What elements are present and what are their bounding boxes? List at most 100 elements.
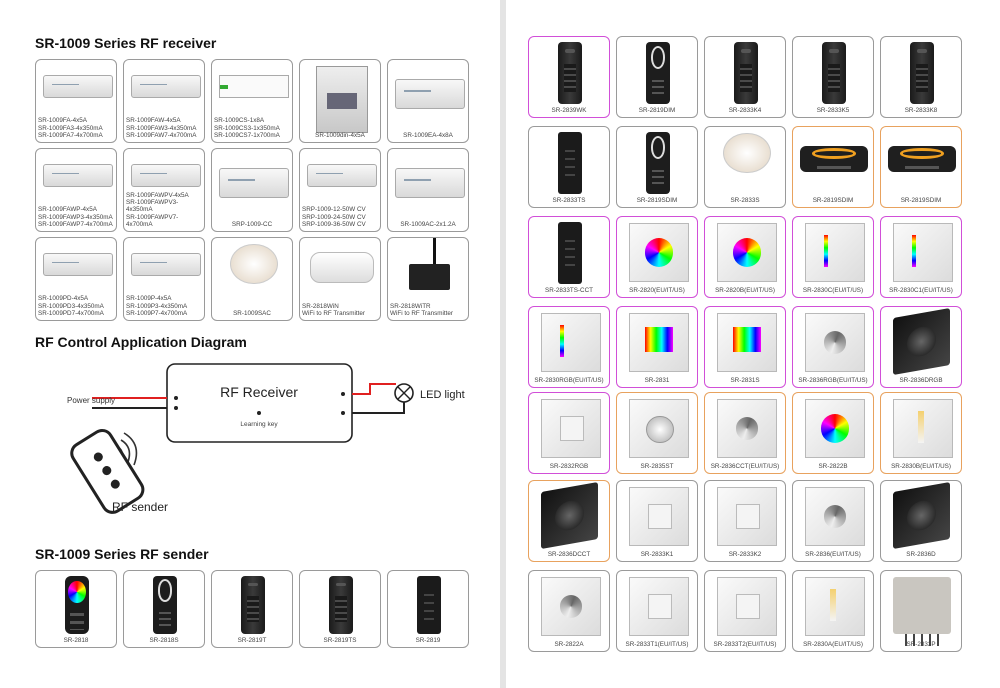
- product-card: SR-1009FAW-4x5A SR-1009FAW3-4x350mA SR-1…: [123, 59, 205, 143]
- product-image: [218, 75, 290, 99]
- product-card: SR-2836CCT(EU/IT/US): [704, 392, 786, 474]
- product-label: SR-1009din-4x5A: [315, 131, 365, 139]
- product-image: [541, 577, 601, 637]
- product-label: SR-2839WK: [551, 106, 587, 114]
- product-card: SR-1009SAC: [211, 237, 293, 321]
- product-card: SR-2836DRGB: [880, 306, 962, 388]
- terminal-out-bottom: [341, 411, 345, 415]
- product-label: SR-2832RGB: [549, 462, 589, 470]
- product-label: SRP-1009-CC: [231, 220, 273, 228]
- product-image: [130, 75, 202, 99]
- product-label: SR-2836CCT(EU/IT/US): [710, 462, 780, 470]
- product-card: SR-2822B: [792, 392, 874, 474]
- product-label: SR-1009FAWPV-4x5A SR-1009FAWPV3-4x350mA …: [126, 191, 189, 228]
- product-card: SR-2830A(EU/IT/US): [792, 570, 874, 652]
- product-label: SR-2833K1: [640, 550, 674, 558]
- product-card: SR-2831S: [704, 306, 786, 388]
- product-card: SR-2830C1(EU/IT/US): [880, 216, 962, 298]
- product-image: [152, 576, 178, 634]
- product-label: SR-2833K8: [904, 106, 938, 114]
- power-supply-label: Power supply: [67, 396, 115, 405]
- product-image: [805, 577, 865, 637]
- product-image: [799, 145, 869, 172]
- product-card: SRP-1009-CC: [211, 148, 293, 232]
- product-image: [821, 42, 847, 104]
- product-image: [629, 399, 689, 459]
- product-label: SR-1009FAW-4x5A SR-1009FAW3-4x350mA SR-1…: [126, 117, 197, 139]
- product-card: SR-2833T1(EU/IT/US): [616, 570, 698, 652]
- product-image: [893, 481, 951, 550]
- rf-receiver-box: [166, 363, 353, 443]
- product-card: SR-2818WiN WiFi to RF Transmitter: [299, 237, 381, 321]
- receiver-heading: SR-1009 Series RF receiver: [35, 35, 217, 51]
- product-card: SR-2818WiTR WiFi to RF Transmitter: [387, 237, 469, 321]
- product-label: SR-2833P: [906, 640, 936, 648]
- rf-sender-remote-icon: [70, 428, 145, 514]
- product-card: SR-2839WK: [528, 36, 610, 118]
- product-label: SR-2836DRGB: [899, 376, 943, 384]
- product-image: [541, 481, 599, 550]
- product-label: SR-2831: [644, 376, 670, 384]
- product-label: SR-2819: [415, 636, 441, 644]
- rf-sender-label: RF sender: [112, 500, 168, 514]
- product-image: [717, 313, 777, 373]
- product-image: [394, 79, 466, 109]
- product-label: SR-1009P-4x5A SR-1009P3-4x350mA SR-1009P…: [126, 295, 188, 317]
- product-card: SR-2833K1: [616, 480, 698, 562]
- product-label: SR-2818WiTR WiFi to RF Transmitter: [390, 302, 453, 317]
- product-label: SR-2835ST: [640, 462, 674, 470]
- product-image: [805, 223, 865, 283]
- product-label: SR-2833K4: [728, 106, 762, 114]
- product-image: [893, 307, 951, 376]
- product-card: SR-2819SDIM: [616, 126, 698, 208]
- product-label: SR-2818S: [149, 636, 179, 644]
- product-card: SR-2830C(EU/IT/US): [792, 216, 874, 298]
- product-card: SR-2818: [35, 570, 117, 648]
- product-label: SR-2830RGB(EU/IT/US): [534, 376, 604, 384]
- product-label: SR-1009FAWP-4x5A SR-1009FAWP3-4x350mA SR…: [38, 206, 113, 228]
- product-label: SR-2836RGB(EU/IT/US): [798, 376, 868, 384]
- product-card: SR-1009PD-4x5A SR-1009PD3-4x350mA SR-100…: [35, 237, 117, 321]
- product-card: SR-2833K5: [792, 36, 874, 118]
- product-card: SR-2831: [616, 306, 698, 388]
- product-image: [557, 132, 583, 194]
- product-label: SR-2836D: [906, 550, 936, 558]
- product-card: SR-2820B(EU/IT/US): [704, 216, 786, 298]
- product-image: [629, 577, 689, 637]
- product-label: SR-1009FA-4x5A SR-1009FA3-4x350mA SR-100…: [38, 117, 103, 139]
- left-page: SR-1009 Series RF receiver SR-1009FA-4x5…: [0, 0, 500, 688]
- rf-application-diagram: RF Receiver Learning key Power supply LE…: [67, 363, 465, 514]
- terminal-out-top: [341, 392, 345, 396]
- product-card: SR-2833TS-CCT: [528, 216, 610, 298]
- product-card: SR-1009FAWP-4x5A SR-1009FAWP3-4x350mA SR…: [35, 148, 117, 232]
- product-label: SRP-1009-12-50W CV SRP-1009-24-50W CV SR…: [302, 206, 366, 228]
- product-image: [805, 487, 865, 547]
- product-card: SR-2819T: [211, 570, 293, 648]
- product-label: SR-2833T2(EU/IT/US): [713, 640, 777, 648]
- product-card: SR-2819SDIM: [880, 126, 962, 208]
- product-card: SR-2820(EU/IT/US): [616, 216, 698, 298]
- product-label: SR-2819SDIM: [812, 196, 854, 204]
- product-image: [230, 244, 278, 285]
- product-label: SR-2836(EU/IT/US): [805, 550, 861, 558]
- product-label: SR-1009AC-2x1.2A: [400, 220, 456, 228]
- product-card: SR-2819DIM: [616, 36, 698, 118]
- product-image: [723, 133, 771, 174]
- sender-heading: SR-1009 Series RF sender: [35, 546, 209, 562]
- product-card: SR-2833T2(EU/IT/US): [704, 570, 786, 652]
- product-image: [557, 42, 583, 104]
- product-image: [42, 164, 114, 188]
- product-label: SR-2830C1(EU/IT/US): [889, 286, 953, 294]
- product-label: SR-2830C(EU/IT/US): [802, 286, 864, 294]
- product-image: [645, 132, 671, 194]
- product-label: SR-1009EA-4x8A: [403, 131, 453, 139]
- product-image: [557, 222, 583, 284]
- product-image: [629, 223, 689, 283]
- product-label: SR-2819DIM: [638, 106, 676, 114]
- diagram-heading: RF Control Application Diagram: [35, 334, 247, 350]
- product-label: SR-1009SAC: [233, 309, 271, 317]
- product-label: SR-2819TS: [323, 636, 357, 644]
- product-card: SR-1009FAWPV-4x5A SR-1009FAWPV3-4x350mA …: [123, 148, 205, 232]
- product-card: SR-2832RGB: [528, 392, 610, 474]
- product-image: [805, 399, 865, 459]
